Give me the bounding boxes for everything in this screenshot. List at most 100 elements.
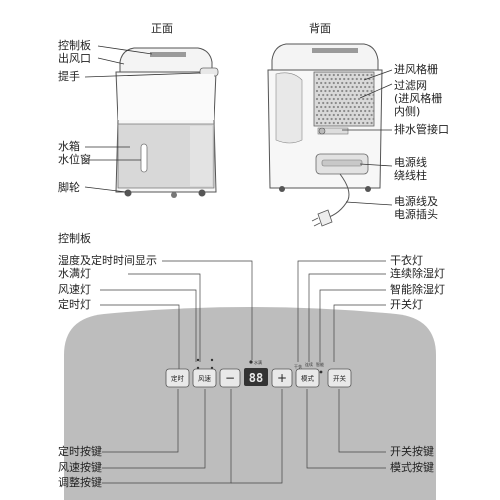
grille-dot <box>359 93 363 97</box>
grille-dot <box>336 113 340 117</box>
grille-dot <box>317 77 321 81</box>
grille-dot <box>347 85 350 89</box>
grille-dot <box>338 93 342 97</box>
grille-dot <box>353 97 356 101</box>
grille-dot <box>372 93 375 97</box>
control-panel-drawing <box>64 307 436 500</box>
grille-dot <box>347 117 350 121</box>
grille-dot <box>353 121 356 125</box>
grille-dot <box>349 105 352 109</box>
grille-dot <box>362 113 365 117</box>
grille-dot <box>372 117 375 121</box>
grille-dot <box>324 121 327 125</box>
grille-dot <box>330 85 333 89</box>
label-adjust-key: 调整按键 <box>58 476 102 489</box>
grille-dot <box>351 109 354 113</box>
grille-dot <box>334 117 337 121</box>
grille-dot <box>328 121 331 125</box>
grille-dot <box>351 85 354 89</box>
plus-button-label: + <box>277 371 287 385</box>
label-dry-clothes-light: 干衣灯 <box>390 254 423 267</box>
grille-dot <box>349 97 352 101</box>
grille-dot <box>366 81 369 85</box>
label-power-light: 开关灯 <box>390 298 423 311</box>
mode-button[interactable]: 模式 <box>295 368 320 388</box>
grille-dot <box>362 97 365 101</box>
grille-dot <box>345 73 348 77</box>
label-continuous-light: 连续除湿灯 <box>390 267 445 280</box>
grille-dot <box>353 105 356 109</box>
label-plug-2: 电源插头 <box>394 208 438 221</box>
grille-dot <box>324 81 327 85</box>
grille-dot <box>366 121 369 125</box>
grille-dot <box>330 93 333 97</box>
grille-dot <box>343 117 346 121</box>
grille-dot <box>372 85 375 89</box>
label-fan-speed-light: 风速灯 <box>58 283 91 296</box>
grille-dot <box>332 105 335 109</box>
front-view-title: 正面 <box>151 22 173 35</box>
grille-dot <box>338 101 342 105</box>
grille-dot <box>355 77 358 81</box>
inlet-grille-pattern <box>315 73 375 125</box>
grille-dot <box>349 113 352 117</box>
grille-dot <box>320 105 323 109</box>
cont-mini-label: 连续 <box>305 361 313 367</box>
grille-dot <box>368 101 371 105</box>
grille-dot <box>351 93 354 97</box>
grille-dot <box>322 109 325 113</box>
grille-dot <box>322 77 325 81</box>
grille-dot <box>334 77 337 81</box>
grille-dot <box>349 73 352 77</box>
label-water-tank: 水箱 <box>58 140 80 153</box>
grille-dot <box>347 109 350 113</box>
grille-dot <box>347 101 350 105</box>
grille-dot <box>315 121 319 125</box>
grille-dot <box>326 101 329 105</box>
grille-dot <box>349 121 352 125</box>
plus-button[interactable]: + <box>271 368 293 388</box>
grille-dot <box>357 81 361 85</box>
grille-dot <box>336 105 340 109</box>
grille-dot <box>353 73 356 77</box>
grille-dot <box>345 105 348 109</box>
label-plug-1: 电源线及 <box>394 195 438 208</box>
label-humidity-timer-display: 湿度及定时时间显示 <box>58 254 157 267</box>
grille-dot <box>370 81 373 85</box>
grille-dot <box>338 77 342 81</box>
grille-dot <box>322 101 325 105</box>
grille-dot <box>332 121 335 125</box>
minus-button-label: − <box>225 371 235 385</box>
grille-dot <box>359 109 363 113</box>
grille-dot <box>341 73 344 77</box>
label-fan-key: 风速按键 <box>58 461 102 474</box>
grille-dot <box>357 89 361 93</box>
label-casters: 脚轮 <box>58 181 80 194</box>
mode-button-label: 模式 <box>301 374 315 383</box>
grille-dot <box>345 121 348 125</box>
panel-indicator-labels: 水满 干衣 连续 智能 <box>254 359 324 369</box>
grille-dot <box>334 101 337 105</box>
minus-button[interactable]: − <box>219 368 241 388</box>
timer-button[interactable]: 定时 <box>165 368 190 388</box>
grille-dot <box>338 109 342 113</box>
grille-dot <box>370 97 373 101</box>
grille-dot <box>349 89 352 93</box>
grille-dot <box>353 89 356 93</box>
grille-dot <box>320 121 323 125</box>
label-timer-light: 定时灯 <box>58 298 91 311</box>
grille-dot <box>322 117 325 121</box>
grille-dot <box>328 97 331 101</box>
grille-dot <box>315 89 319 93</box>
label-smart-light: 智能除湿灯 <box>390 283 445 296</box>
grille-dot <box>370 73 373 77</box>
power-button[interactable]: 开关 <box>327 368 352 388</box>
panel-top-leaders <box>100 260 386 372</box>
grille-dot <box>334 93 337 97</box>
grille-dot <box>326 85 329 89</box>
grille-dot <box>353 113 356 117</box>
grille-dot <box>317 93 321 97</box>
front-leader-lines <box>84 45 201 193</box>
fan-speed-button[interactable]: 风速 <box>192 368 217 388</box>
